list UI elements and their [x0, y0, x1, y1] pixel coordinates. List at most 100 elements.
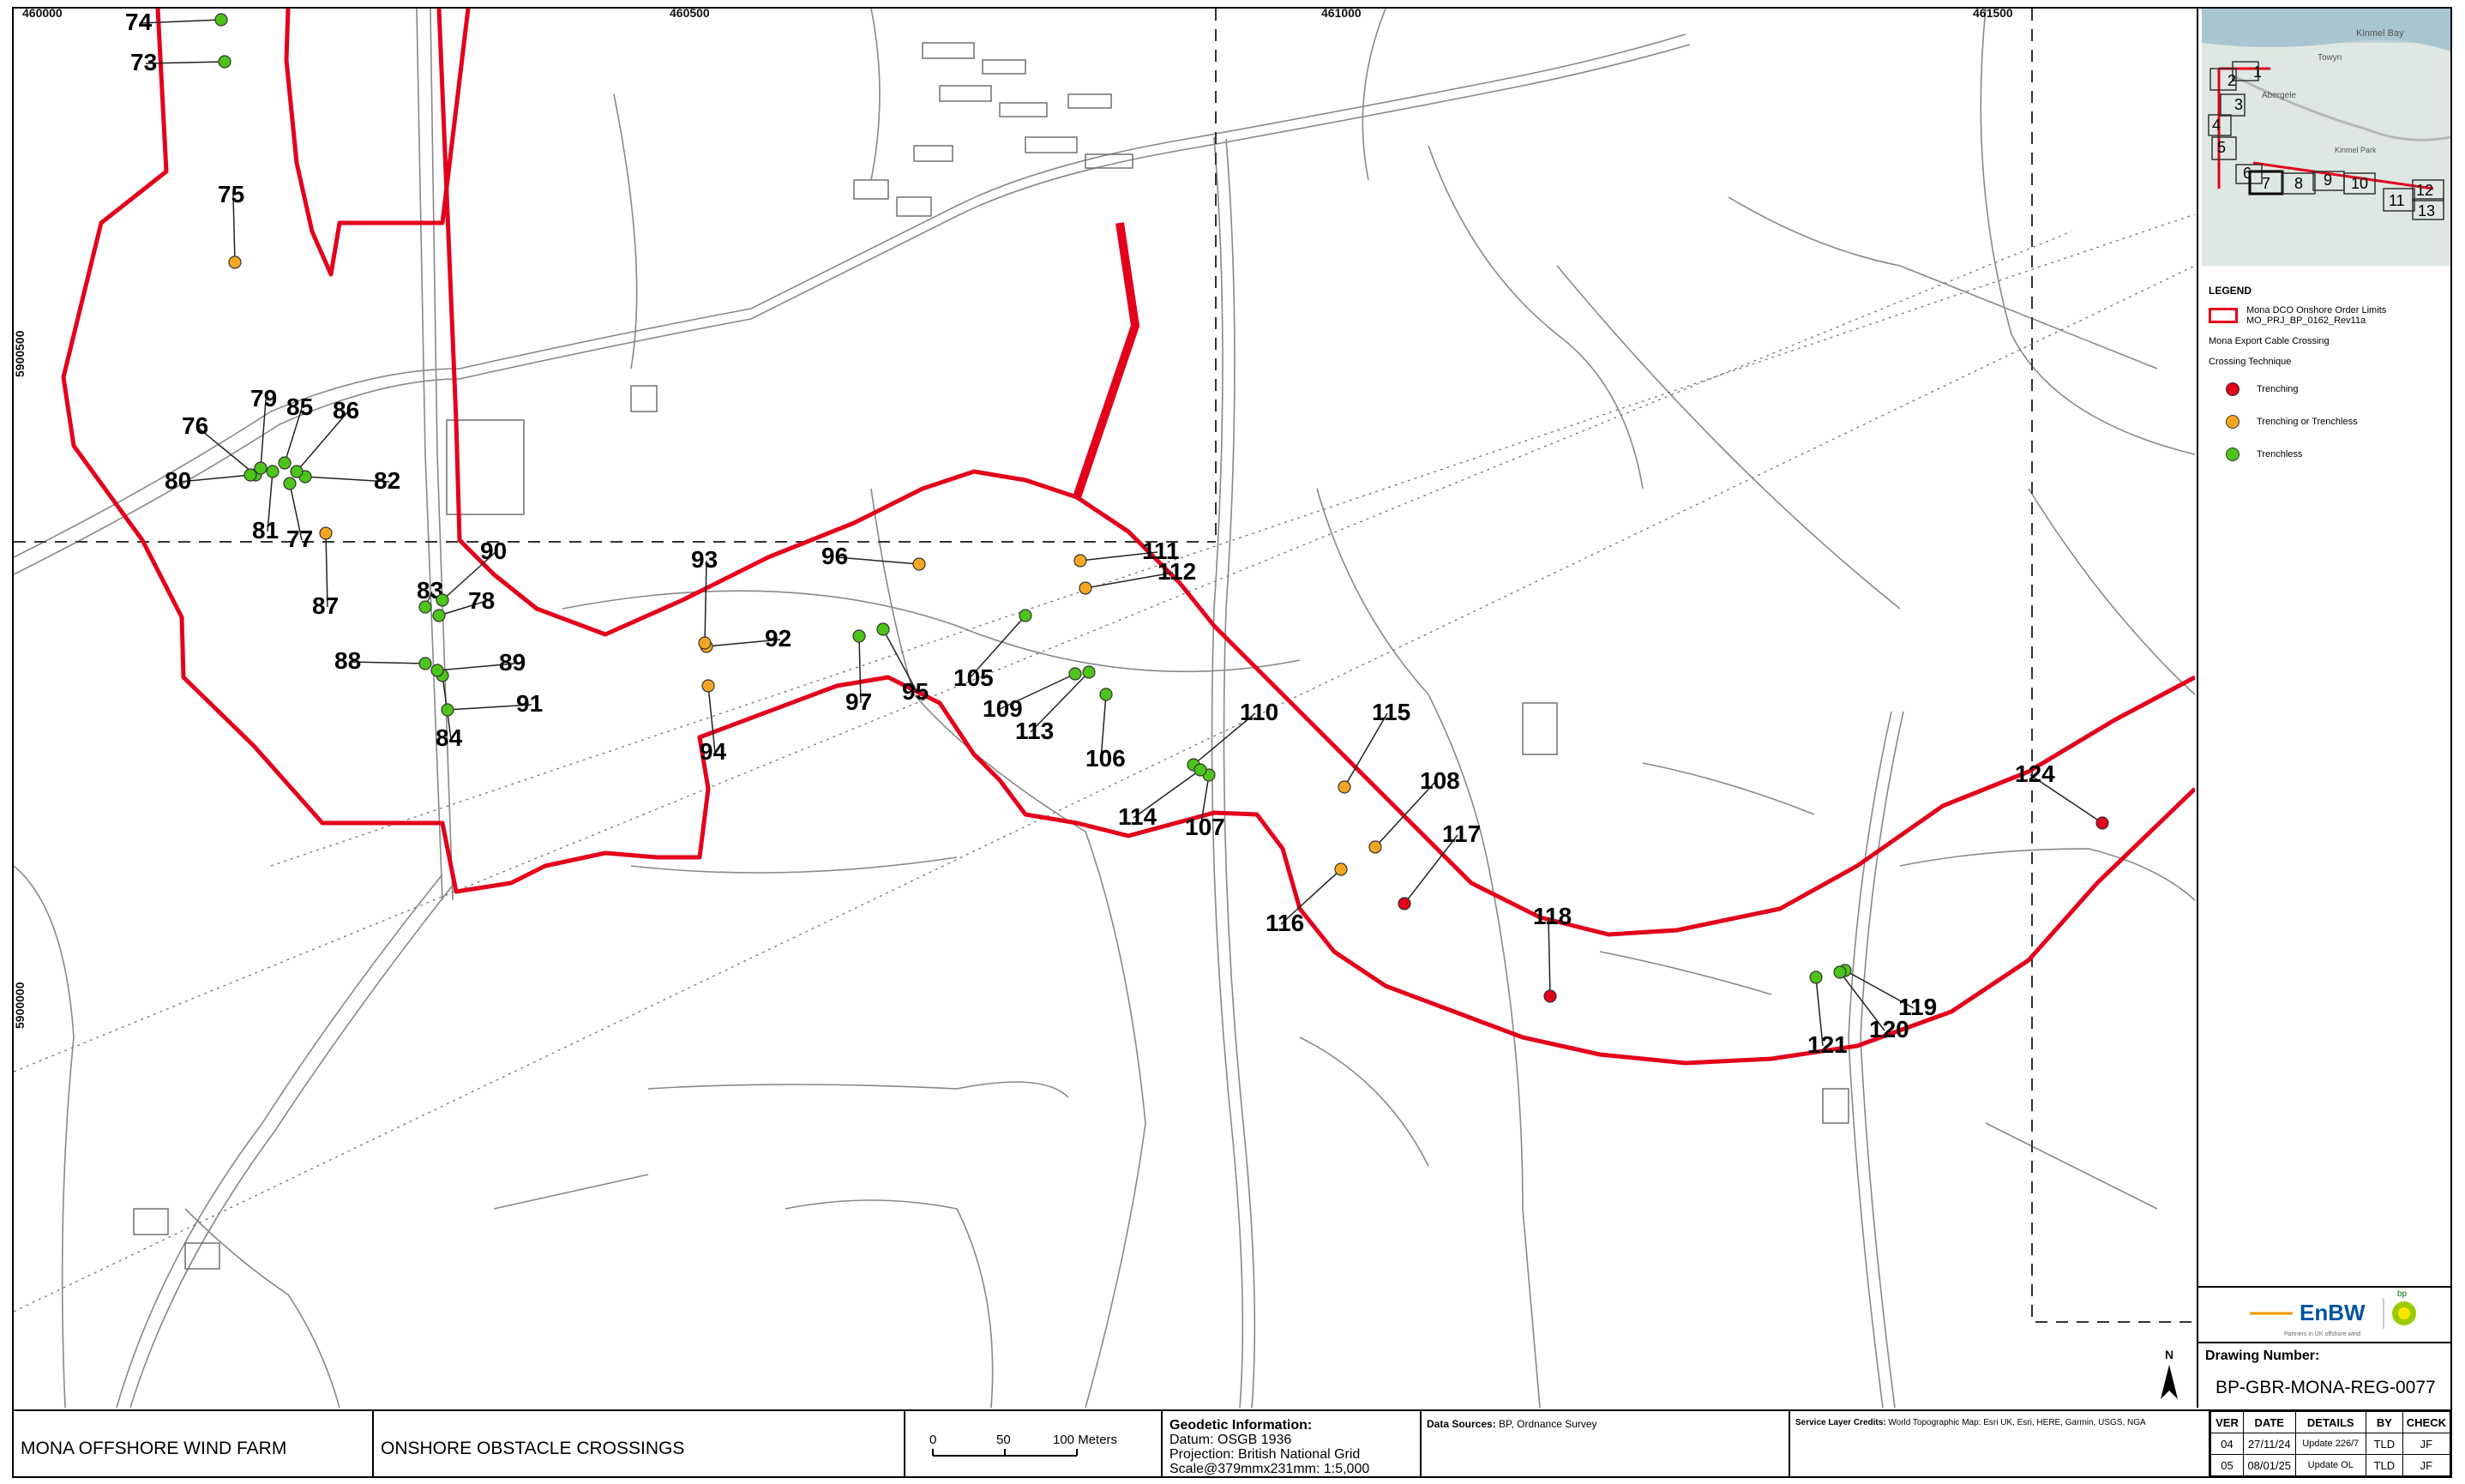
logo-tagline: Partners in UK offshore wind: [2284, 1331, 2360, 1337]
scale-tick: 0: [929, 1433, 936, 1447]
crossing-marker[interactable]: [432, 609, 446, 622]
crossing-marker[interactable]: [290, 465, 304, 478]
crossing-marker[interactable]: [1079, 581, 1092, 595]
crossing-marker[interactable]: [418, 657, 432, 670]
crossing-marker[interactable]: [278, 456, 292, 470]
crossing-marker[interactable]: [266, 465, 280, 478]
legend-item-label: Trenching or Trenchless: [2257, 417, 2358, 427]
crossing-108[interactable]: 108: [1368, 767, 1460, 854]
crossing-117[interactable]: 117: [1398, 820, 1481, 910]
crossing-81[interactable]: 81: [252, 465, 280, 544]
crossing-76[interactable]: 76: [182, 412, 262, 482]
crossing-85[interactable]: 85: [278, 394, 313, 470]
crossing-label: 76: [182, 412, 208, 439]
crossing-marker[interactable]: [430, 664, 444, 677]
grid-label-top: 461500: [1973, 9, 2013, 20]
crossing-marker[interactable]: [418, 600, 432, 614]
rev-ver: 04: [2210, 1433, 2244, 1455]
order-limits: [61, 9, 2195, 1066]
leader-line: [436, 663, 515, 671]
crossing-marker[interactable]: [214, 13, 228, 27]
crossing-109[interactable]: 109: [983, 667, 1082, 722]
crossing-90[interactable]: 90: [436, 538, 507, 607]
crossing-marker[interactable]: [1543, 989, 1557, 1003]
crossing-74[interactable]: 74: [125, 9, 228, 35]
crossing-marker[interactable]: [912, 557, 926, 571]
place-label: Towyn: [2318, 53, 2342, 63]
crossing-marker[interactable]: [1833, 965, 1847, 979]
crossing-marker[interactable]: [701, 679, 715, 693]
crossing-label: 111: [1142, 538, 1180, 564]
crossing-82[interactable]: 82: [298, 467, 400, 494]
map-panel[interactable]: 460000 460500 461000 461500 5900500 5900…: [14, 9, 2195, 1408]
crossing-95[interactable]: 95: [876, 622, 929, 705]
crossing-marker[interactable]: [243, 468, 257, 482]
crossing-124[interactable]: 124: [2015, 760, 2109, 830]
crossing-113[interactable]: 113: [1015, 665, 1096, 744]
crossing-marker[interactable]: [1193, 763, 1207, 777]
crossing-marker[interactable]: [1073, 554, 1087, 568]
crossing-label: 85: [286, 394, 313, 420]
crossing-marker[interactable]: [1082, 665, 1096, 679]
crossing-118[interactable]: 118: [1533, 903, 1572, 1003]
enbw-logo: EnBW: [2300, 1300, 2366, 1325]
crossing-79[interactable]: 79: [250, 385, 277, 475]
leader-line: [997, 673, 1076, 711]
crossing-84[interactable]: 84: [436, 669, 463, 751]
crossing-label: 113: [1015, 718, 1054, 744]
crossing-106[interactable]: 106: [1085, 688, 1126, 772]
crossing-87[interactable]: 87: [312, 526, 339, 619]
crossing-77[interactable]: 77: [283, 477, 313, 552]
crossing-marker[interactable]: [228, 255, 242, 269]
crossing-119[interactable]: 119: [1838, 964, 1937, 1020]
crossing-80[interactable]: 80: [165, 467, 257, 494]
crossing-marker[interactable]: [1338, 780, 1351, 794]
crossing-marker[interactable]: [283, 477, 297, 490]
leader-line: [267, 471, 274, 532]
leader-line: [1133, 769, 1201, 819]
crossing-marker[interactable]: [254, 461, 268, 475]
crossing-marker[interactable]: [1019, 609, 1032, 622]
crossing-115[interactable]: 115: [1338, 699, 1410, 794]
crossing-107[interactable]: 107: [1185, 768, 1225, 840]
crossing-marker[interactable]: [218, 55, 231, 69]
crossing-73[interactable]: 73: [130, 49, 231, 75]
crossing-marker[interactable]: [852, 629, 866, 643]
crossing-marker[interactable]: [1099, 688, 1113, 701]
crossing-78[interactable]: 78: [432, 587, 495, 622]
crossing-marker[interactable]: [1398, 897, 1411, 910]
crossing-114[interactable]: 114: [1118, 763, 1207, 830]
crossing-92[interactable]: 92: [700, 625, 791, 653]
crossing-94[interactable]: 94: [700, 679, 727, 765]
crossing-marker[interactable]: [876, 622, 890, 636]
crossing-116[interactable]: 116: [1266, 862, 1348, 936]
crossing-marker[interactable]: [1334, 862, 1348, 876]
legend-order-limits: Mona DCO Onshore Order Limits MO_PRJ_BP_…: [2209, 305, 2450, 326]
crossing-label: 117: [1442, 820, 1481, 847]
crossing-110[interactable]: 110: [1187, 699, 1278, 772]
crossing-112[interactable]: 112: [1079, 558, 1196, 595]
crossing-97[interactable]: 97: [845, 629, 872, 715]
crossing-86[interactable]: 86: [290, 397, 359, 478]
col-by: BY: [2365, 1411, 2403, 1433]
crossing-88[interactable]: 88: [334, 647, 432, 674]
crossing-marker[interactable]: [2095, 816, 2109, 830]
crossing-marker[interactable]: [698, 636, 712, 650]
crossing-marker[interactable]: [1068, 667, 1082, 681]
overview-map[interactable]: Kinmel Bay Towyn Abergele Kinmel Park 1 …: [2202, 9, 2450, 266]
crossing-93[interactable]: 93: [691, 546, 718, 650]
crossing-105[interactable]: 105: [953, 609, 1032, 691]
crossing-121[interactable]: 121: [1807, 970, 1848, 1058]
crossing-marker[interactable]: [436, 593, 449, 607]
crossing-marker[interactable]: [441, 703, 454, 717]
sheet-number: 11: [2389, 192, 2405, 209]
crossing-marker[interactable]: [319, 526, 333, 540]
crossing-96[interactable]: 96: [821, 543, 926, 571]
crossing-89[interactable]: 89: [430, 649, 526, 677]
crossing-75[interactable]: 75: [218, 181, 244, 269]
crossing-111[interactable]: 111: [1073, 538, 1180, 568]
crossing-91[interactable]: 91: [441, 690, 543, 717]
crossing-marker[interactable]: [1809, 970, 1823, 984]
crossing-120[interactable]: 120: [1833, 965, 1909, 1042]
crossing-marker[interactable]: [1368, 840, 1382, 854]
